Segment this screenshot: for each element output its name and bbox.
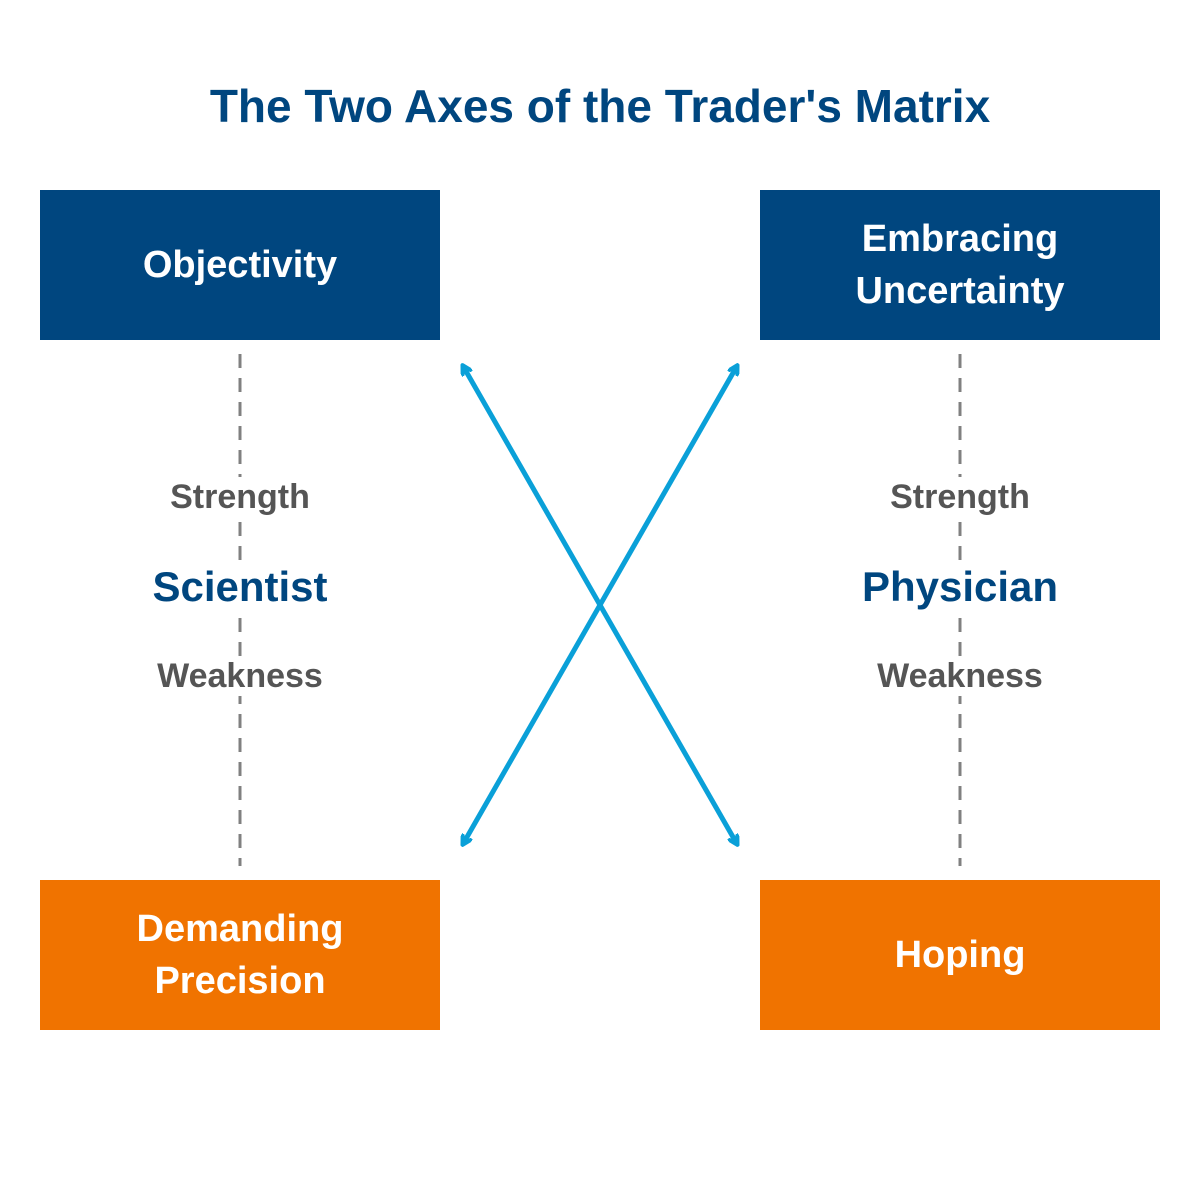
box-embracing-uncertainty: Embracing Uncertainty <box>760 190 1160 340</box>
cross-arrow-ascending <box>463 366 737 844</box>
right-weakness-label: Weakness <box>810 656 1110 696</box>
box-demanding-precision: Demanding Precision <box>40 880 440 1030</box>
left-strength-label: Strength <box>90 477 390 517</box>
box-demanding-precision-label: Demanding Precision <box>136 908 344 1002</box>
box-objectivity-label: Objectivity <box>142 244 338 286</box>
physician-label: Physician <box>810 562 1110 612</box>
scientist-label: Scientist <box>90 562 390 612</box>
right-strength-label: Strength <box>810 477 1110 517</box>
left-weakness-label: Weakness <box>90 656 390 696</box>
box-objectivity: Objectivity <box>40 190 440 340</box>
page-title: The Two Axes of the Trader's Matrix <box>209 80 991 132</box>
box-hoping-label: Hoping <box>894 934 1026 976</box>
box-hoping: Hoping <box>760 880 1160 1030</box>
box-embracing-uncertainty-label: Embracing Uncertainty <box>855 218 1065 312</box>
